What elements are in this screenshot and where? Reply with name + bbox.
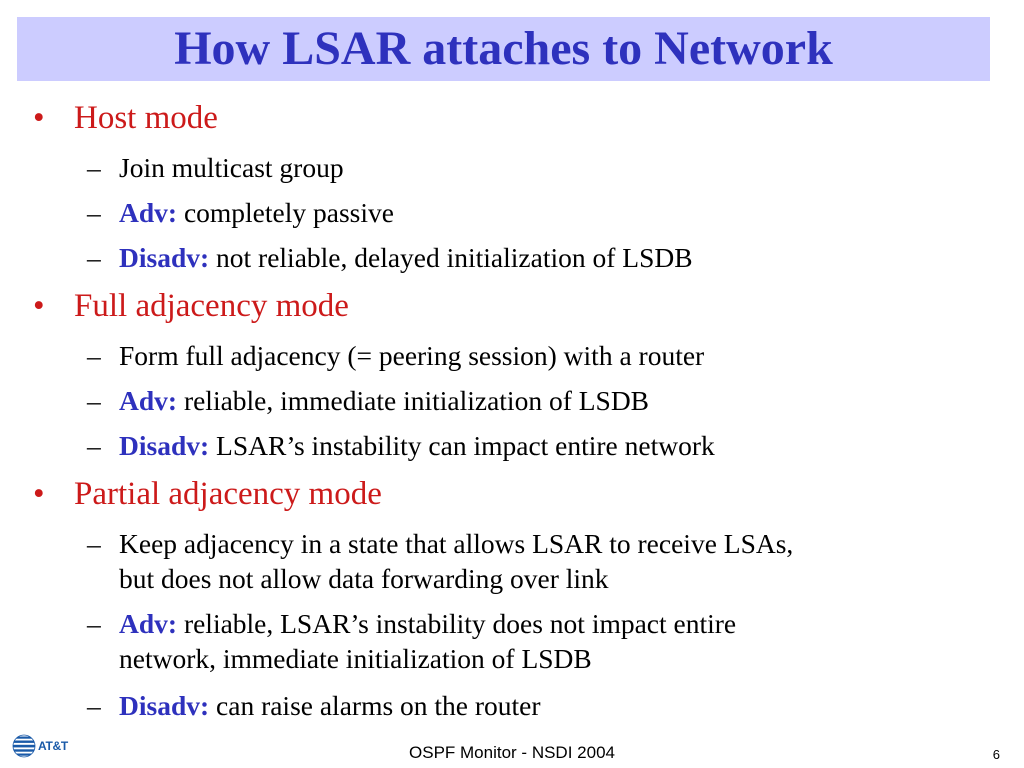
slide-title: How LSAR attaches to Network	[174, 22, 833, 75]
bullet-heading: Full adjacency mode	[74, 288, 349, 324]
disadv-tag: Disadv:	[119, 430, 210, 461]
bullet-heading: Host mode	[74, 100, 218, 136]
title-banner: How LSAR attaches to Network	[17, 17, 990, 81]
sub-dash: –	[87, 197, 101, 228]
adv-tag: Adv:	[119, 608, 178, 639]
sub-body: reliable, immediate initialization of LS…	[177, 385, 650, 416]
sub-body: can raise alarms on the router	[209, 690, 541, 721]
adv-tag: Adv:	[119, 385, 178, 416]
sub-text: Keep adjacency in a state that allows LS…	[119, 530, 793, 558]
sub-body: Keep adjacency in a state that allows LS…	[119, 528, 794, 559]
sub-dash: –	[87, 690, 101, 721]
sub-dash: –	[87, 385, 101, 416]
footer-text: OSPF Monitor - NSDI 2004	[409, 743, 615, 762]
sub-text: Adv: completely passive	[119, 199, 394, 227]
sub-dash: –	[87, 152, 101, 183]
sub-text: Disadv: can raise alarms on the router	[119, 692, 541, 720]
sub-text-continuation: network, immediate initialization of LSD…	[119, 643, 592, 674]
sub-body: Join multicast group	[119, 152, 344, 183]
disadv-tag: Disadv:	[119, 690, 210, 721]
sub-body: not reliable, delayed initialization of …	[209, 242, 693, 273]
sub-dash: –	[87, 340, 101, 371]
bullet-dot: •	[33, 100, 45, 136]
sub-body: reliable, LSAR’s instability does not im…	[177, 608, 737, 639]
sub-text: Join multicast group	[119, 154, 344, 182]
bullet-dot: •	[33, 476, 45, 512]
bullet-heading: Partial adjacency mode	[74, 476, 382, 512]
sub-text: Adv: reliable, immediate initialization …	[119, 387, 649, 415]
sub-text: Disadv: not reliable, delayed initializa…	[119, 244, 693, 272]
sub-text: Form full adjacency (= peering session) …	[119, 342, 704, 370]
sub-text: Adv: reliable, LSAR’s instability does n…	[119, 610, 736, 638]
att-logo: AT&T	[12, 731, 68, 761]
att-globe-icon	[12, 734, 36, 758]
bullet-dot: •	[33, 288, 45, 324]
sub-text: Disadv: LSAR’s instability can impact en…	[119, 432, 715, 460]
att-logo-text: AT&T	[38, 739, 68, 753]
sub-text-continuation: but does not allow data forwarding over …	[119, 563, 609, 594]
sub-body: Form full adjacency (= peering session) …	[119, 340, 705, 371]
adv-tag: Adv:	[119, 197, 178, 228]
page-number: 6	[992, 747, 1000, 762]
sub-body: LSAR’s instability can impact entire net…	[209, 430, 715, 461]
sub-dash: –	[87, 528, 101, 559]
sub-dash: –	[87, 430, 101, 461]
sub-dash: –	[87, 242, 101, 273]
disadv-tag: Disadv:	[119, 242, 210, 273]
sub-dash: –	[87, 608, 101, 639]
sub-body: completely passive	[177, 197, 394, 228]
